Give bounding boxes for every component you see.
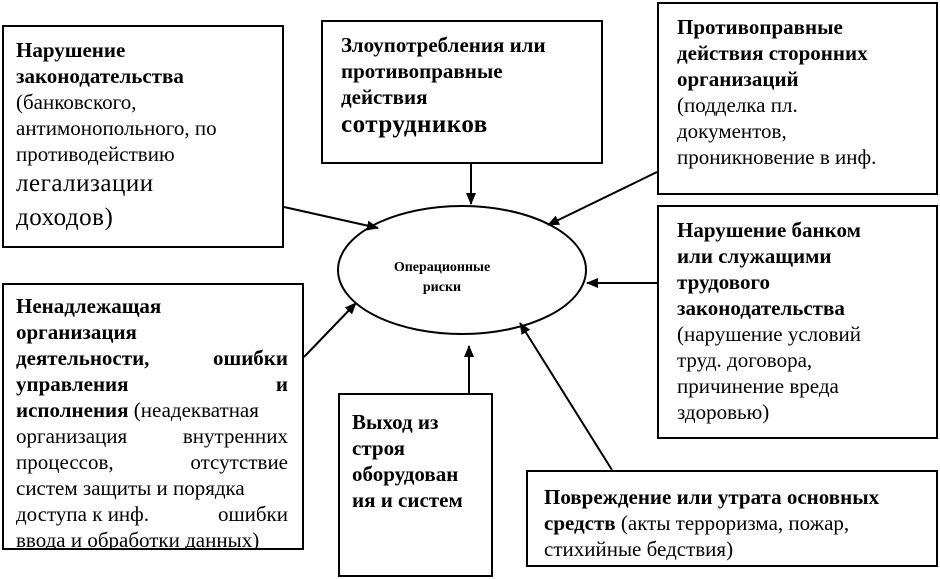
improper-org-detail-line9b: ошибки — [217, 502, 288, 526]
asset-loss-title-line2: средств — [544, 511, 616, 535]
employee-abuse-line1: Злоупотребления или — [341, 33, 546, 57]
arrow-from-third-party — [547, 171, 658, 226]
law-violation-detail-line1: (банковского, — [16, 90, 137, 114]
center-label: Операционные риски — [372, 258, 512, 298]
improper-org-title-line4a: управления — [16, 372, 129, 396]
improper-org-detail-line6b: внутренних — [182, 424, 288, 448]
third-party-detail-line1: (подделка пл. — [677, 93, 798, 117]
third-party-title-line1: Противоправные — [677, 15, 843, 39]
asset-loss-title-line1: Повреждение или утрата основных — [544, 485, 880, 509]
employee-abuse-line4: сотрудников — [341, 111, 488, 138]
law-violation-detail-line5: доходов) — [16, 204, 114, 231]
improper-org-detail-line10: ввода и обработки данных) — [16, 528, 260, 550]
labor-law-detail-line1: (нарушение условий — [677, 322, 862, 346]
law-violation-title-line2: законодательства — [16, 64, 184, 88]
improper-org-detail-line8: систем защиты и порядка — [16, 476, 245, 500]
improper-org-title-line4b: и — [275, 372, 288, 396]
improper-org-box: Ненадлежащая организация деятельности, о… — [2, 283, 304, 550]
equipment-line1: Выход из — [352, 410, 439, 434]
asset-loss-detail-line3: стихийные бедствия) — [544, 537, 734, 561]
labor-law-detail-line3: причинение вреда — [677, 374, 839, 398]
third-party-box: Противоправные действия сторонних органи… — [657, 2, 938, 195]
labor-law-title-line4: законодательства — [677, 296, 845, 320]
operational-risks-ellipse — [337, 205, 587, 335]
improper-org-title-line3b: ошибки — [212, 346, 288, 370]
labor-law-title-line1: Нарушение банком — [677, 218, 861, 242]
equipment-box: Выход из строя оборудован ия и систем — [338, 393, 493, 577]
improper-org-detail-line9a: доступа к инф. — [16, 502, 150, 526]
improper-org-detail-line7a: процессов, — [16, 450, 114, 474]
arrow-from-law-violation — [283, 206, 379, 231]
asset-loss-box: Повреждение или утрата основных средств … — [526, 470, 938, 567]
law-violation-detail-line3: противодействию — [16, 142, 175, 166]
arrow-from-improper-org — [303, 302, 357, 358]
center-label-line1: Операционные — [393, 260, 491, 275]
arrow-from-asset-loss — [519, 322, 613, 471]
law-violation-title-line1: Нарушение — [16, 38, 126, 62]
equipment-line2: строя — [352, 436, 406, 460]
third-party-detail-line3: проникновение в инф. — [677, 145, 877, 169]
center-label-line2: риски — [422, 280, 462, 295]
improper-org-title-line5: исполнения — [16, 398, 129, 422]
employee-abuse-line2: противоправные — [341, 59, 503, 83]
equipment-line4: ия и систем — [352, 488, 463, 512]
asset-loss-detail-line2: (акты терроризма, пожар, — [620, 511, 850, 535]
improper-org-detail-line6a: организация — [16, 424, 128, 448]
labor-law-detail-line2: труд. договора, — [677, 348, 813, 372]
law-violation-detail-line4: легализации — [16, 170, 154, 197]
improper-org-title-line1: Ненадлежащая — [16, 294, 162, 318]
improper-org-detail-line5: (неадекватная — [133, 398, 259, 422]
employee-abuse-box: Злоупотребления или противоправные дейст… — [321, 20, 603, 164]
improper-org-detail-line7b: отсутствие — [190, 450, 288, 474]
improper-org-title-line3a: деятельности, — [16, 346, 150, 370]
employee-abuse-line3: действия — [341, 85, 428, 109]
labor-law-title-line3: трудового — [677, 270, 770, 294]
improper-org-title-line2: организация — [16, 320, 137, 344]
labor-law-title-line2: или служащими — [677, 244, 832, 268]
third-party-title-line2: действия сторонних — [677, 41, 868, 65]
third-party-detail-line2: документов, — [677, 119, 787, 143]
equipment-line3: оборудован — [352, 462, 459, 486]
third-party-title-line3: организаций — [677, 67, 799, 91]
labor-law-detail-line4: здоровью) — [677, 400, 770, 424]
labor-law-box: Нарушение банком или служащими трудового… — [657, 205, 938, 439]
law-violation-box: Нарушение законодательства (банковского,… — [2, 25, 284, 248]
law-violation-detail-line2: антимонопольного, по — [16, 116, 217, 140]
